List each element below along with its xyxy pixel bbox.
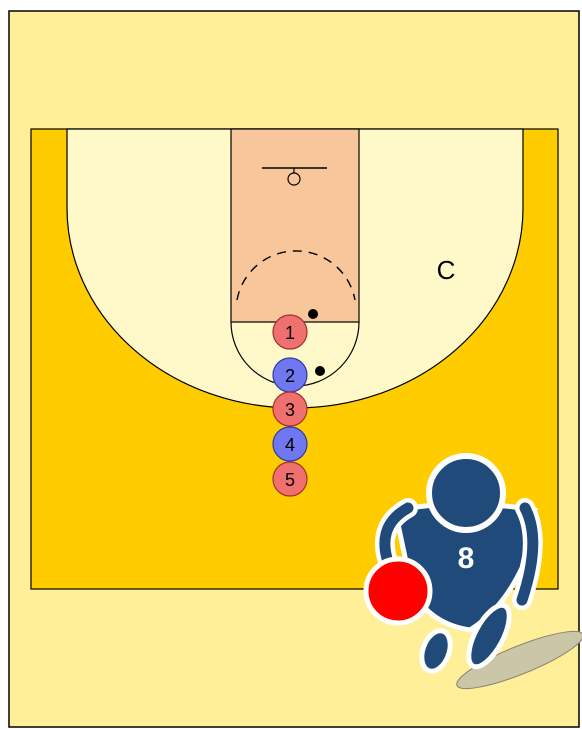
- player-label: 5: [285, 470, 295, 490]
- zone-label: C: [437, 255, 456, 285]
- player-marker: [272, 391, 308, 427]
- logo-shadow: [456, 630, 582, 690]
- logo-jersey-number: 8: [458, 542, 475, 575]
- player-1[interactable]: 1: [272, 314, 308, 350]
- player-5[interactable]: 5: [272, 461, 308, 497]
- player-2[interactable]: 2: [272, 357, 308, 393]
- player-marker: [272, 426, 308, 462]
- player-marker: [272, 461, 308, 497]
- restricted-arc: [236, 250, 356, 301]
- logo-right-leg: [466, 602, 512, 670]
- logo-head: [426, 453, 506, 533]
- team-logo: 8: [363, 453, 582, 690]
- player-marker: [272, 314, 308, 350]
- rim: [287, 172, 301, 186]
- logo-ball: [363, 556, 433, 626]
- player-label: 4: [285, 435, 295, 455]
- player-3[interactable]: 3: [272, 391, 308, 427]
- logo-right-arm: [516, 502, 539, 606]
- logo-left-leg: [419, 628, 453, 674]
- ball-marker: [315, 366, 325, 376]
- player-label: 1: [285, 323, 295, 343]
- paint-area: [230, 128, 360, 323]
- player-4[interactable]: 4: [272, 426, 308, 462]
- player-label: 2: [285, 366, 295, 386]
- ball-marker: [308, 309, 318, 319]
- player-label: 3: [285, 400, 295, 420]
